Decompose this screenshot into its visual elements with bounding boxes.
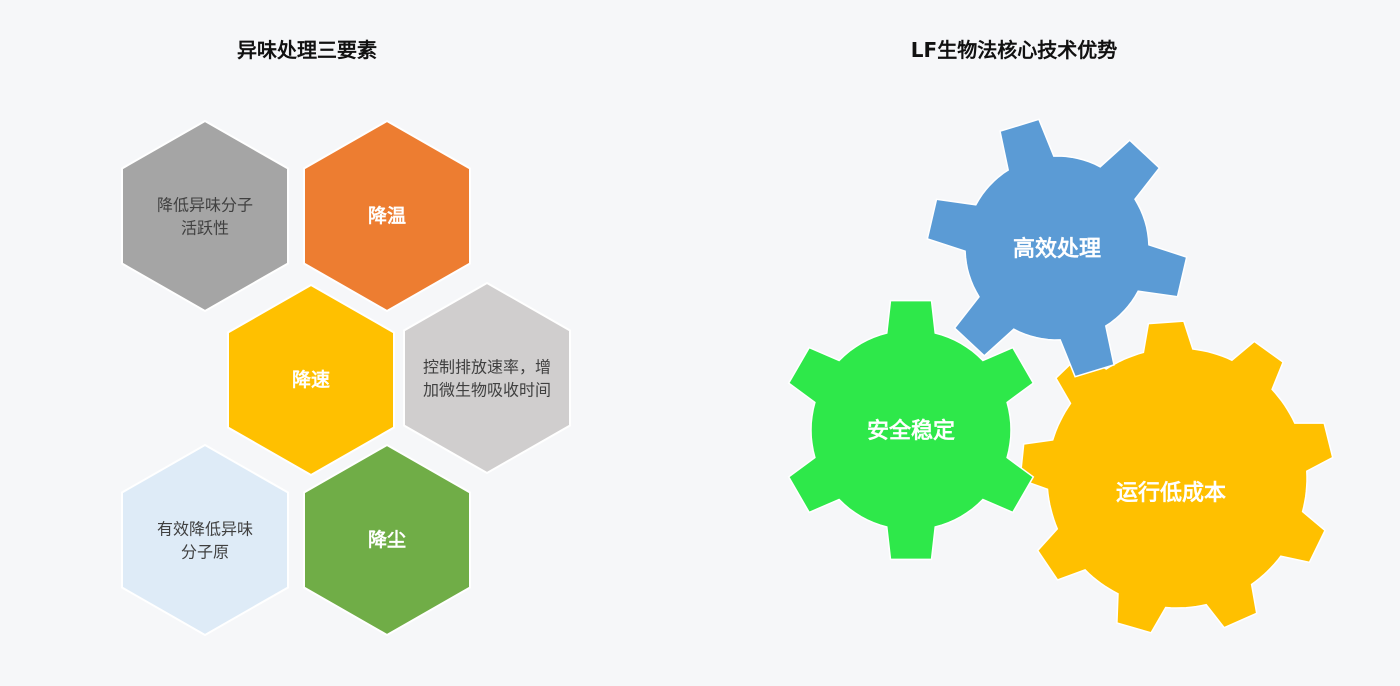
gear-label: 高效处理 — [1013, 236, 1101, 262]
gear-3: 安全稳定 — [787, 299, 1035, 561]
hexagon-shape — [303, 443, 471, 637]
hexagon-shape — [121, 119, 289, 313]
gear-1: 运行低成本 — [1019, 320, 1334, 634]
left-panel-title: 异味处理三要素 — [237, 38, 377, 62]
hexagon-text: 降温 — [368, 204, 406, 227]
gear-label: 安全稳定 — [867, 418, 955, 444]
hexagon-3: 降速 — [227, 283, 395, 477]
gear-label: 运行低成本 — [1116, 480, 1226, 506]
hexagon-text: 分子原 — [181, 543, 229, 562]
hexagon-text: 加微生物吸收时间 — [423, 381, 551, 400]
gear-icon — [787, 299, 1035, 561]
hexagon-shape — [121, 443, 289, 637]
gear-2: 高效处理 — [926, 118, 1188, 378]
hexagon-text: 有效降低异味 — [157, 520, 253, 539]
hexagon-text: 降速 — [292, 368, 330, 391]
right-panel-title: LF生物法核心技术优势 — [910, 38, 1118, 62]
hexagon-6: 降尘 — [303, 443, 471, 637]
gear-icon — [1019, 320, 1334, 634]
hexagon-2: 降温 — [303, 119, 471, 313]
hexagon-text: 控制排放速率，增 — [423, 358, 551, 377]
hexagon-text: 活跃性 — [181, 219, 229, 238]
hexagon-shape — [403, 281, 571, 475]
hexagon-shape — [227, 283, 395, 477]
gear-icon — [926, 118, 1188, 378]
hexagon-text: 降低异味分子 — [157, 196, 253, 215]
hexagon-shape — [303, 119, 471, 313]
hexagon-text: 降尘 — [368, 528, 406, 551]
